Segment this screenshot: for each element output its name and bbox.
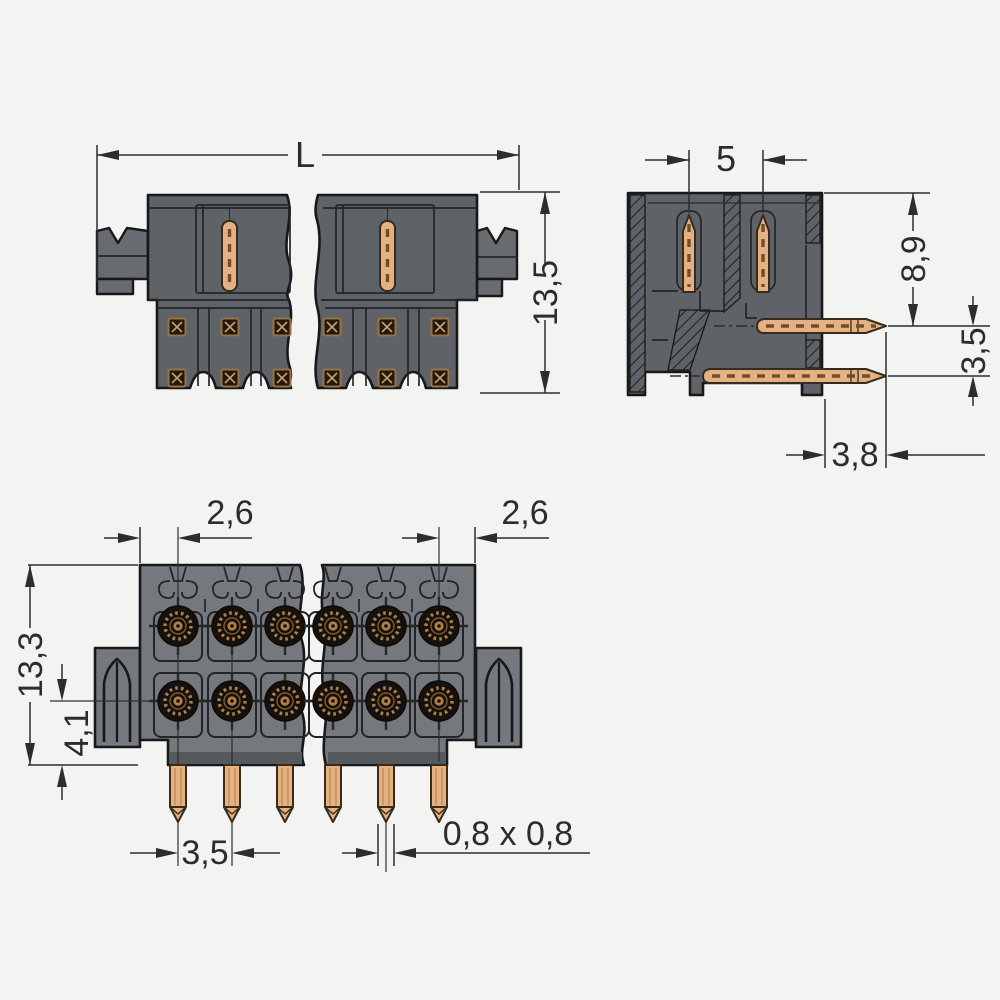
solder-pin bbox=[324, 764, 342, 823]
solder-pin bbox=[169, 764, 187, 823]
solder-pin bbox=[377, 764, 395, 823]
screw-contact bbox=[322, 317, 342, 337]
dimension-label-solder-pin-length: 3,8 bbox=[831, 436, 878, 474]
bottom-view-left-section: 2,6 13,3 4,1 3,5 bbox=[12, 494, 316, 872]
dimension-depth-to-pin: 8,9 bbox=[824, 192, 990, 327]
contact-slot bbox=[221, 220, 238, 292]
side-view-right-flange bbox=[475, 226, 519, 298]
solder-pin-lower bbox=[670, 368, 887, 384]
dimension-pin-cross-section: 0,8 x 0,8 bbox=[342, 815, 590, 872]
dimension-length: L bbox=[96, 134, 520, 282]
side-view-left-flange bbox=[95, 226, 150, 296]
screw-contact bbox=[322, 368, 342, 388]
screw-contact bbox=[272, 368, 292, 388]
section-internal-details bbox=[648, 202, 820, 341]
dimension-label-pin-pitch: 3,5 bbox=[181, 834, 228, 872]
screw-contact bbox=[430, 368, 450, 388]
dimension-label-total-depth: 13,3 bbox=[12, 632, 50, 698]
housing-top-right-piece bbox=[320, 563, 477, 767]
screw-contact bbox=[272, 317, 292, 337]
dimension-label-length: L bbox=[295, 134, 315, 175]
screw-contact bbox=[430, 317, 450, 337]
dimension-edge-to-pin-left: 2,6 bbox=[104, 494, 254, 563]
dimension-pin-pitch: 3,5 bbox=[130, 834, 280, 872]
bottom-view-left-flange bbox=[93, 646, 142, 749]
housing-shadow-band bbox=[328, 752, 445, 764]
contact-slot bbox=[379, 220, 396, 292]
dimension-row-offset: 4,1 bbox=[57, 664, 96, 800]
dimension-label-edge-to-pin-right: 2,6 bbox=[501, 494, 548, 532]
housing-side-right-piece bbox=[314, 193, 479, 390]
solder-pin bbox=[430, 764, 448, 823]
dimension-height: 13,5 bbox=[480, 191, 565, 394]
dimension-label-pin-spacing: 5 bbox=[716, 138, 736, 179]
screw-contact bbox=[220, 317, 240, 337]
dimension-label-row-offset: 4,1 bbox=[58, 709, 96, 756]
dimension-label-edge-to-pin-left: 2,6 bbox=[206, 494, 253, 532]
housing-side-left-details bbox=[148, 204, 292, 388]
housing-side-left-piece bbox=[146, 193, 293, 390]
section-view: 5 8,9 3,5 3,8 bbox=[626, 138, 993, 474]
solder-pin bbox=[223, 764, 241, 823]
dimension-label-depth-to-pin: 8,9 bbox=[895, 235, 933, 282]
solder-pin-upper bbox=[714, 318, 887, 334]
solder-pin bbox=[276, 764, 294, 823]
screw-contact bbox=[377, 317, 397, 337]
dimension-pin-spacing: 5 bbox=[645, 138, 807, 179]
dimension-label-height: 13,5 bbox=[527, 260, 565, 326]
bottom-view-right-flange bbox=[474, 646, 523, 749]
screw-contact bbox=[220, 368, 240, 388]
dimension-edge-to-pin-right: 2,6 bbox=[402, 494, 549, 563]
screw-contact bbox=[377, 368, 397, 388]
dimension-solder-pin-length: 3,8 bbox=[786, 332, 985, 474]
bottom-view-right-section: 2,6 0,8 x 0,8 bbox=[302, 494, 590, 872]
dimension-total-depth: 13,3 bbox=[12, 564, 138, 766]
dimension-label-pin-row-spacing: 3,5 bbox=[955, 327, 993, 374]
dimension-pin-row-spacing: 3,5 bbox=[888, 296, 993, 406]
housing-side-right-details bbox=[321, 204, 477, 388]
dimension-label-pin-cross-section: 0,8 x 0,8 bbox=[443, 815, 573, 853]
section-hatching bbox=[629, 194, 821, 393]
screw-contact bbox=[167, 317, 187, 337]
side-view: L 13,5 bbox=[95, 134, 565, 394]
housing-shadow-band bbox=[170, 752, 302, 764]
screw-contact bbox=[167, 368, 187, 388]
